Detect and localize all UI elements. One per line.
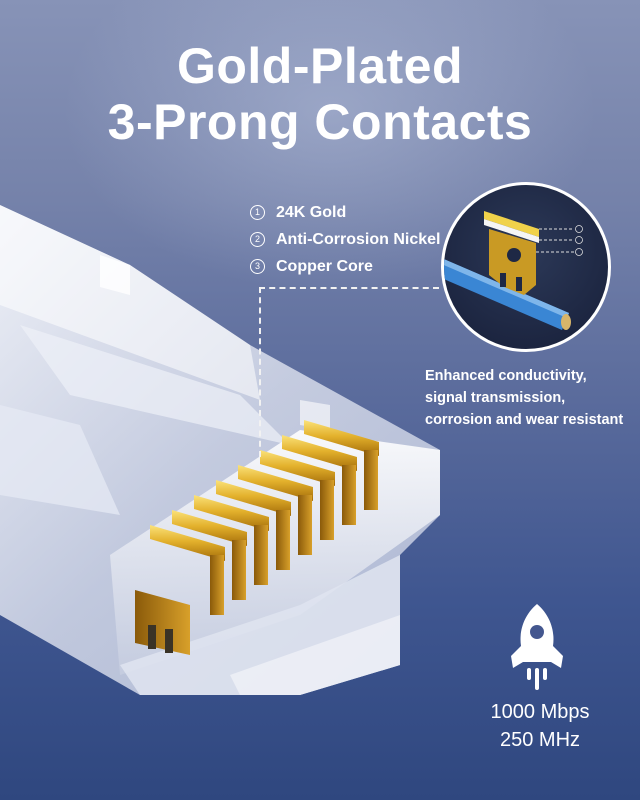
frequency-value: 250 MHz	[499, 729, 581, 751]
layer-item: 1 24K Gold	[250, 199, 440, 226]
layer-list: 1 24K Gold 2 Anti-Corrosion Nickel 3 Cop…	[250, 199, 440, 280]
performance-specs: 1000 Mbps 250 MHz	[470, 698, 610, 754]
layer-label: Anti-Corrosion Nickel	[276, 230, 441, 248]
description-line-2: signal transmission,	[425, 390, 566, 406]
callout-dashed-line-horizontal	[259, 287, 439, 289]
title-line-1: Gold-Plated	[176, 38, 464, 94]
description-line-1: Enhanced conductivity,	[425, 368, 587, 384]
layer-item: 2 Anti-Corrosion Nickel	[250, 226, 440, 253]
layer-label: 24K Gold	[276, 203, 347, 221]
speed-value: 1000 Mbps	[490, 701, 590, 723]
layer-item: 3 Copper Core	[250, 253, 440, 280]
contact-layers-icon	[444, 211, 583, 330]
page-title: Gold-Plated 3-Prong Contacts	[0, 38, 640, 150]
description-line-3: corrosion and wear resistant	[425, 412, 624, 428]
circled-number-icon: 1	[250, 205, 265, 220]
circled-number-icon: 2	[250, 232, 265, 247]
title-line-2: 3-Prong Contacts	[107, 94, 533, 150]
rocket-icon	[511, 604, 563, 690]
callout-dashed-line-vertical	[259, 287, 261, 457]
circled-number-icon: 3	[250, 259, 265, 274]
feature-description: Enhanced conductivity, signal transmissi…	[425, 365, 623, 431]
contact-detail-callout	[441, 182, 611, 352]
layer-label: Copper Core	[276, 257, 373, 275]
rj45-connector-image	[0, 205, 440, 695]
gold-contacts	[150, 420, 379, 615]
